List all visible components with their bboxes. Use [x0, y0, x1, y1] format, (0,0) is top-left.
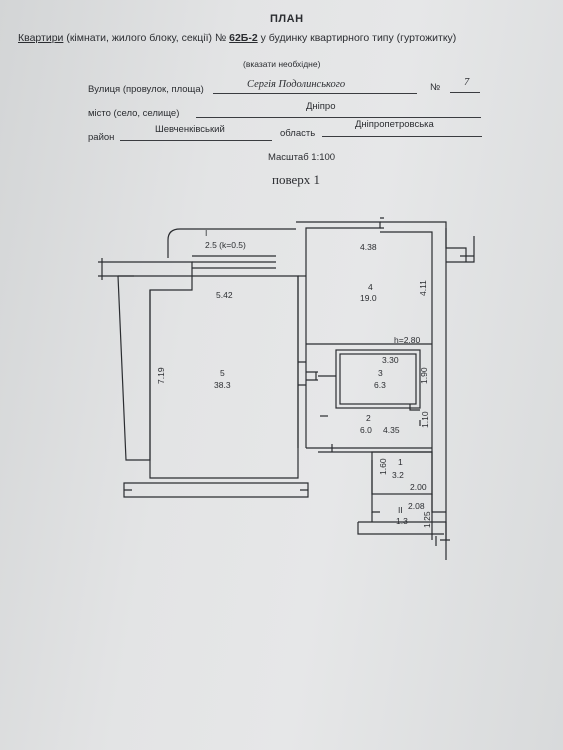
room3-id: 3 — [378, 368, 383, 378]
district-underline — [120, 128, 272, 141]
room2b-id: II — [398, 505, 403, 515]
district-value: Шевченківський — [155, 124, 225, 135]
subtitle-suffix: у будинку квартирного типу (гуртожитку) — [257, 32, 457, 44]
room5-height: 7.19 — [156, 367, 166, 384]
room4-ceiling: h=2.80 — [394, 335, 421, 345]
room1-height: 1.60 — [378, 458, 388, 475]
room5-width: 5.42 — [216, 290, 233, 300]
note-specify: (вказати необхідне) — [243, 59, 321, 69]
page-title: ПЛАН — [270, 13, 304, 25]
scale-text: Масштаб 1:100 — [268, 152, 336, 163]
region-underline — [322, 124, 482, 137]
room1-area: 3.2 — [392, 470, 404, 480]
room2-area: 6.0 — [360, 425, 372, 435]
room4-area: 19.0 — [360, 293, 377, 303]
room3-width: 3.30 — [382, 355, 399, 365]
number-underline — [450, 80, 480, 93]
document-subtitle: Квартири (кімнати, жилого блоку, секції)… — [18, 32, 456, 44]
room3-height: 1.90 — [419, 367, 429, 384]
room3-outline — [335, 349, 421, 409]
room2-width: 4.35 — [383, 425, 400, 435]
floor-title: поверх 1 — [272, 172, 321, 187]
district-label: район — [88, 132, 115, 143]
apartment-number: 62Б-2 — [229, 32, 258, 44]
number-label: № — [430, 82, 441, 93]
room5-area: 38.3 — [214, 380, 231, 390]
region-value: Дніпропетровська — [355, 119, 434, 130]
room2b-width: 2.08 — [408, 501, 425, 511]
street-value: Сергія Подолинського — [247, 79, 346, 90]
street-underline — [213, 81, 417, 94]
subtitle-apartment-word: Квартири — [18, 32, 64, 44]
room1-id: 1 — [398, 457, 403, 467]
room2b-height: 1.25 — [422, 511, 432, 528]
street-label: Вулиця (провулок, площа) — [88, 84, 204, 95]
room2b-area: 1.3 — [396, 516, 408, 526]
room4-id: 4 — [368, 282, 373, 292]
room1-width: 2.00 — [410, 482, 427, 492]
city-label: місто (село, селище) — [88, 108, 180, 119]
city-underline — [196, 105, 481, 118]
room2-height: 1.10 — [420, 411, 430, 428]
wall-bottom — [123, 482, 309, 498]
house-number-value: 7 — [464, 77, 470, 88]
city-value: Дніпро — [306, 101, 336, 112]
wall-top-left — [98, 261, 193, 277]
region-label: область — [280, 128, 316, 139]
balcony-area: 2.5 (k=0.5) — [205, 240, 246, 250]
room4-width: 4.38 — [360, 242, 377, 252]
room3-area: 6.3 — [374, 380, 386, 390]
balcony-outline — [167, 228, 296, 258]
subtitle-middle: (кімнати, жилого блоку, секції) № — [63, 32, 230, 44]
balcony-id: I — [205, 228, 207, 238]
room5-id: 5 — [220, 368, 225, 378]
room2-id: 2 — [366, 413, 371, 423]
room4-height: 4.11 — [418, 280, 428, 296]
